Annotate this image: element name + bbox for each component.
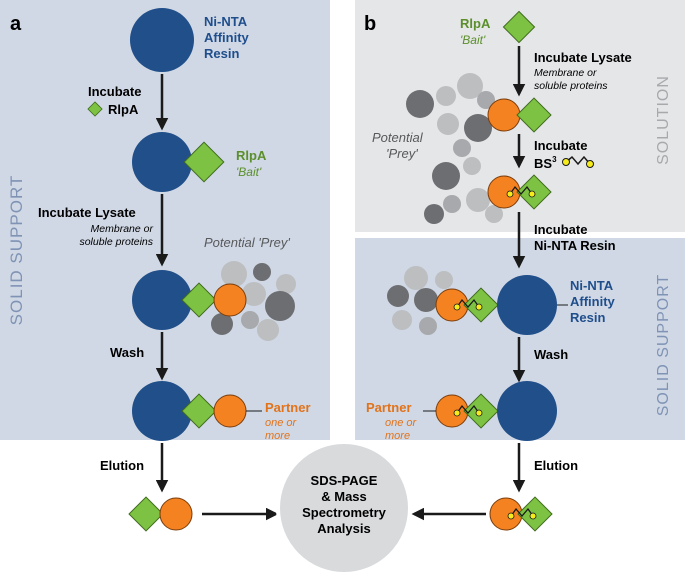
a-bait-5 — [128, 496, 164, 532]
b-prey-cloud-3 — [387, 266, 453, 335]
b-resin-5 — [497, 381, 557, 441]
b-resin-label-3: Resin — [570, 310, 605, 325]
a-partner-5 — [159, 497, 193, 531]
a-partner-3 — [213, 283, 247, 317]
b-crosslinker-label: BS3 — [534, 155, 557, 171]
b-crosslink-6 — [507, 507, 537, 520]
panel-b-solution-label: SOLUTION — [655, 75, 672, 165]
panel-b-letter: b — [364, 13, 376, 35]
a-partner-4 — [213, 394, 247, 428]
analysis-hub — [276, 440, 412, 576]
hub-line-2: & Mass — [321, 489, 367, 504]
b-resin-label-1: Ni-NTA — [570, 278, 614, 293]
b-crosslinker-icon — [562, 155, 594, 168]
b-step3-line1: Incubate — [534, 222, 587, 237]
a-step1-line1: Incubate — [88, 84, 141, 99]
b-bait-label: RlpA — [460, 16, 491, 31]
a-partner-label: Partner — [265, 400, 311, 415]
a-bait-4 — [181, 393, 217, 429]
a-partner-sub-1: one or — [265, 417, 298, 429]
b-partner-4 — [435, 288, 469, 322]
hub-line-3: Spectrometry — [302, 505, 387, 520]
b-step3-line2: Ni-NTA Resin — [534, 238, 616, 253]
b-partner-sub-1: one or — [385, 417, 418, 429]
panel-b-solid-support-label: SOLID SUPPORT — [655, 274, 672, 417]
a-prey-label: Potential 'Prey' — [204, 235, 290, 250]
a-resin-2 — [132, 132, 192, 192]
a-resin-1 — [130, 8, 194, 72]
a-partner-sub-2: more — [265, 430, 290, 442]
a-resin-label-2: Affinity — [204, 30, 250, 45]
b-prey-cloud-2 — [424, 157, 503, 224]
b-prey-label-1: Potential — [372, 130, 424, 145]
b-step2-label: Incubate — [534, 138, 587, 153]
a-step4-label: Elution — [100, 458, 144, 473]
hub-line-1: SDS-PAGE — [311, 473, 378, 488]
a-bait-label: RlpA — [236, 148, 267, 163]
panel-a-solid-support-region — [0, 0, 330, 440]
hub-line-4: Analysis — [317, 521, 370, 536]
a-resin-3 — [132, 270, 192, 330]
b-partner-5 — [435, 394, 469, 428]
a-resin-label-1: Ni-NTA — [204, 14, 248, 29]
b-bait-2 — [516, 97, 552, 133]
b-partner-3 — [487, 175, 521, 209]
b-prey-cloud-1 — [406, 73, 495, 157]
a-bait-sublabel: 'Bait' — [236, 165, 262, 179]
b-resin-4 — [497, 275, 557, 335]
b-crosslink-5 — [453, 404, 483, 417]
a-step2-sub-2: soluble proteins — [79, 236, 153, 248]
a-step1-bait-icon — [87, 101, 103, 117]
b-step5-label: Elution — [534, 458, 578, 473]
b-step4-label: Wash — [534, 347, 568, 362]
b-crosslink-4 — [453, 298, 483, 311]
b-partner-6 — [489, 497, 523, 531]
b-resin-label-2: Affinity — [570, 294, 616, 309]
b-step1-sub-1: Membrane or — [534, 67, 597, 79]
a-step3-label: Wash — [110, 345, 144, 360]
a-step2-label: Incubate Lysate — [38, 205, 136, 220]
panel-a-region-label: SOLID SUPPORT — [7, 175, 26, 326]
b-step1-sub-2: soluble proteins — [534, 80, 608, 92]
panel-a-letter: a — [10, 13, 22, 35]
a-step2-sub-1: Membrane or — [91, 223, 154, 235]
a-bait-3 — [181, 282, 217, 318]
b-partner-label: Partner — [366, 400, 412, 415]
b-step1-label: Incubate Lysate — [534, 50, 632, 65]
b-bait-sublabel: 'Bait' — [460, 33, 486, 47]
b-bait-1 — [502, 10, 536, 44]
b-partner-sub-2: more — [385, 430, 410, 442]
b-crosslink-3 — [506, 185, 536, 198]
a-resin-4 — [132, 381, 192, 441]
b-prey-label-2: 'Prey' — [386, 146, 418, 161]
a-step1-line2: RlpA — [108, 102, 139, 117]
a-prey-cloud — [211, 261, 296, 341]
a-bait-2 — [183, 141, 225, 183]
b-partner-2 — [487, 98, 521, 132]
a-resin-label-3: Resin — [204, 46, 239, 61]
